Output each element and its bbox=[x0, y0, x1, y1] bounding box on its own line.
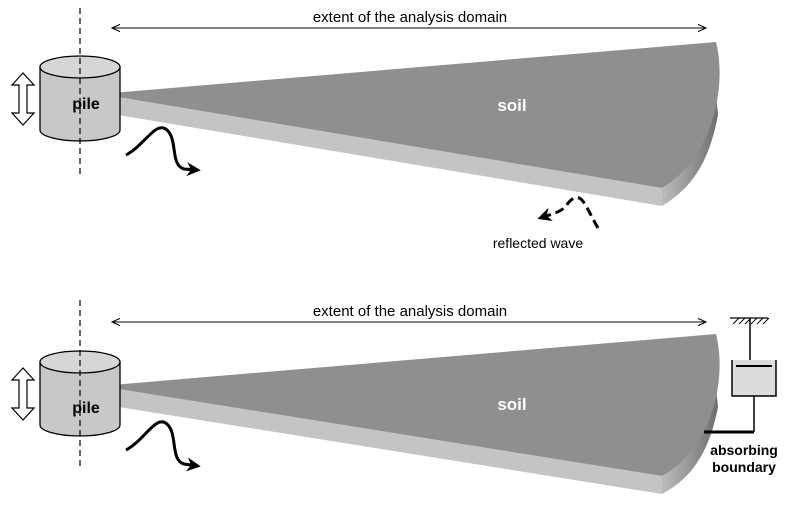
soil-slab-side bbox=[100, 386, 662, 494]
outgoing-wave-arrow bbox=[125, 420, 201, 472]
pile-label: pile bbox=[72, 96, 100, 113]
soil-slab-edge bbox=[662, 387, 718, 494]
panel-top: extent of the analysis domain soil pile … bbox=[10, 8, 720, 251]
outgoing-wave-arrow bbox=[125, 126, 201, 177]
reflected-wave-label: reflected wave bbox=[493, 235, 583, 251]
reflected-wave-arrow bbox=[537, 196, 600, 229]
vertical-motion-arrow-icon bbox=[10, 72, 36, 126]
extent-label: extent of the analysis domain bbox=[313, 9, 507, 26]
soil-slab-edge bbox=[662, 95, 718, 206]
absorbing-boundary-label-line1: absorbing bbox=[710, 442, 778, 458]
soil-label: soil bbox=[497, 395, 526, 414]
vertical-motion-arrow-icon bbox=[10, 367, 36, 421]
soil-label: soil bbox=[497, 96, 526, 115]
soil-slab-top bbox=[100, 42, 720, 188]
soil-slab-side bbox=[100, 94, 662, 206]
pile-label: pile bbox=[72, 400, 100, 417]
dashpot-icon bbox=[704, 317, 777, 434]
extent-label: extent of the analysis domain bbox=[313, 303, 507, 320]
absorbing-boundary-label-line2: boundary bbox=[712, 459, 776, 475]
soil-slab-top bbox=[100, 334, 720, 476]
panel-bottom: extent of the analysis domain soil pile bbox=[10, 300, 778, 494]
